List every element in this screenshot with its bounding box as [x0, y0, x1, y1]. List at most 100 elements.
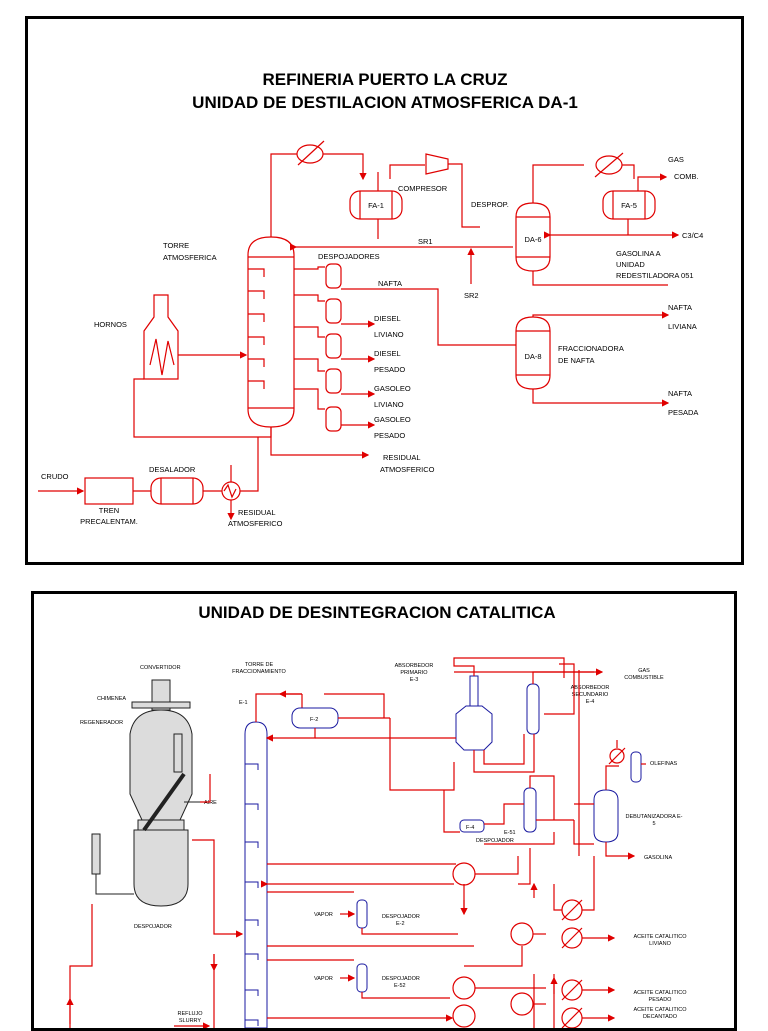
aire-label: AIRE: [204, 800, 217, 806]
absorbedor-primario-label: ABSORBEDOR: [395, 663, 434, 669]
e4-label: E-4: [586, 699, 595, 705]
pump-2: [510, 922, 534, 946]
distillation-diagram-panel: REFINERIA PUERTO LA CRUZ UNIDAD DE DESTI…: [25, 16, 744, 565]
nafta-label: NAFTA: [378, 279, 402, 288]
secundario-label: SECUNDARIO: [572, 692, 609, 698]
vapor-label-2: VAPOR: [314, 976, 333, 982]
liviano-label-2: LIVIANO: [374, 400, 404, 409]
convertidor-label: CONVERTIDOR: [140, 665, 181, 671]
liviano-label-1: LIVIANO: [374, 330, 404, 339]
torre-de-label: TORRE DE: [245, 662, 274, 668]
nafta-liviana-label: NAFTA: [668, 303, 692, 312]
overhead-condenser: [296, 140, 325, 166]
aceite-pesado-label: ACEITE CATALITICO: [634, 990, 688, 996]
atmosferico-label-2: ATMOSFERICO: [228, 519, 283, 528]
page-subtitle: UNIDAD DE DESTILACION ATMOSFERICA DA-1: [192, 93, 578, 112]
reflujo-label: REFLUJO: [177, 1011, 203, 1017]
despojador-label: DESPOJADOR: [134, 924, 172, 930]
slurry-label: SLURRY: [179, 1018, 202, 1024]
da6-column: [515, 202, 551, 272]
comb-label: COMB.: [674, 172, 699, 181]
da6-label: DA-6: [524, 235, 541, 244]
fractionation-tower: [244, 721, 268, 1028]
cooler-4: [561, 1007, 583, 1028]
gas-label-2: GAS: [638, 668, 650, 674]
atmosferico-label-1: ATMOSFERICO: [380, 465, 435, 474]
top-condenser-2: [594, 152, 624, 178]
hornos-label: HORNOS: [94, 320, 127, 329]
e3-label: E-3: [410, 677, 419, 683]
atmospheric-tower: [247, 236, 295, 428]
fa1-drum: [349, 190, 403, 220]
desalador-label: DESALADOR: [149, 465, 196, 474]
gas-label: GAS: [668, 155, 684, 164]
nafta-pesada-label: NAFTA: [668, 389, 692, 398]
pump-3: [452, 976, 476, 1000]
pesado-label-1: PESADO: [374, 365, 405, 374]
fa1-label: FA-1: [368, 201, 384, 210]
fa5-drum: [602, 190, 656, 220]
cooler-2: [561, 927, 583, 949]
tren-label: TREN: [99, 506, 119, 515]
primary-absorber: [455, 675, 493, 751]
unidad-label: UNIDAD: [616, 260, 645, 269]
regenerador-label: REGENERADOR: [80, 720, 123, 726]
olefinas-drum: [630, 751, 642, 783]
pump-1: [452, 862, 476, 886]
f4-drum: [459, 819, 485, 833]
despojador-e52: [356, 963, 368, 993]
despojadores: [325, 263, 342, 432]
diesel-liviano-label: DIESEL: [374, 314, 401, 323]
cooler-3: [561, 979, 583, 1001]
distillation-flow-diagram: REFINERIA PUERTO LA CRUZ UNIDAD DE DESTI…: [38, 70, 703, 528]
compresor-label: COMPRESOR: [398, 184, 448, 193]
tren-precalentamiento: [84, 477, 134, 505]
e2-label: E-2: [396, 921, 405, 927]
fa5-label: FA-5: [621, 201, 637, 210]
sr1-label: SR1: [418, 237, 433, 246]
e52-label: E-52: [394, 983, 406, 989]
pesado-label-2: PESADO: [374, 431, 405, 440]
residual-atmosferico-label-2: RESIDUAL: [238, 508, 276, 517]
c3c4-label: C3/C4: [682, 231, 703, 240]
gasolina-a-label: GASOLINA A: [616, 249, 661, 258]
desalador-drum: [150, 477, 204, 505]
cooler-1: [561, 899, 583, 921]
aceite-decantado-label: ACEITE CATALITICO: [634, 1007, 688, 1013]
despojador-e51-label: DESPOJADOR: [476, 838, 514, 844]
gasolina-label: GASOLINA: [644, 855, 672, 861]
primario-label: PRIMARIO: [400, 670, 428, 676]
furnace: [143, 294, 179, 380]
pump-5: [510, 992, 534, 1016]
debutanizadora-label: DEBUTANIZADORA E-: [625, 814, 682, 820]
olefinas-label: OLEFINAS: [650, 761, 678, 767]
residual-atmosferico-label-1: RESIDUAL: [383, 453, 421, 462]
de-nafta-label: DE NAFTA: [558, 356, 595, 365]
despojador-e52-label: DESPOJADOR: [382, 976, 420, 982]
debutanizadora-5-label: 5: [652, 821, 655, 827]
diesel-pesado-label: DIESEL: [374, 349, 401, 358]
liviana-label: LIVIANA: [668, 322, 697, 331]
compressor: [425, 153, 449, 175]
pesado-label: PESADO: [649, 997, 673, 1003]
convertidor: [91, 679, 200, 907]
torre-label: TORRE: [163, 241, 189, 250]
olefinas-condenser: [608, 747, 626, 765]
fraccionadora-label: FRACCIONADORA: [558, 344, 624, 353]
atmosferica-label: ATMOSFERICA: [163, 253, 217, 262]
catalytic-cracking-diagram: UNIDAD DE DESINTEGRACION CATALITICA CONV…: [66, 603, 688, 1028]
absorbedor-secundario-label: ABSORBEDOR: [571, 685, 610, 691]
heat-exchanger: [221, 481, 241, 501]
gasoleo-liviano-label: GASOLEO: [374, 384, 411, 393]
despojador-e2: [356, 899, 368, 929]
liviano-label: LIVIANO: [649, 941, 671, 947]
vapor-label-1: VAPOR: [314, 912, 333, 918]
combustible-label: COMBUSTIBLE: [624, 675, 664, 681]
fraccionamiento-label: FRACCIONAMIENTO: [232, 669, 286, 675]
crudo-label: CRUDO: [41, 472, 69, 481]
decantado-label: DECANTADO: [643, 1014, 678, 1020]
e51-label: E-51: [504, 830, 516, 836]
catalytic-title: UNIDAD DE DESINTEGRACION CATALITICA: [198, 603, 555, 622]
e51-stripper: [523, 787, 537, 833]
sr2-label: SR2: [464, 291, 479, 300]
